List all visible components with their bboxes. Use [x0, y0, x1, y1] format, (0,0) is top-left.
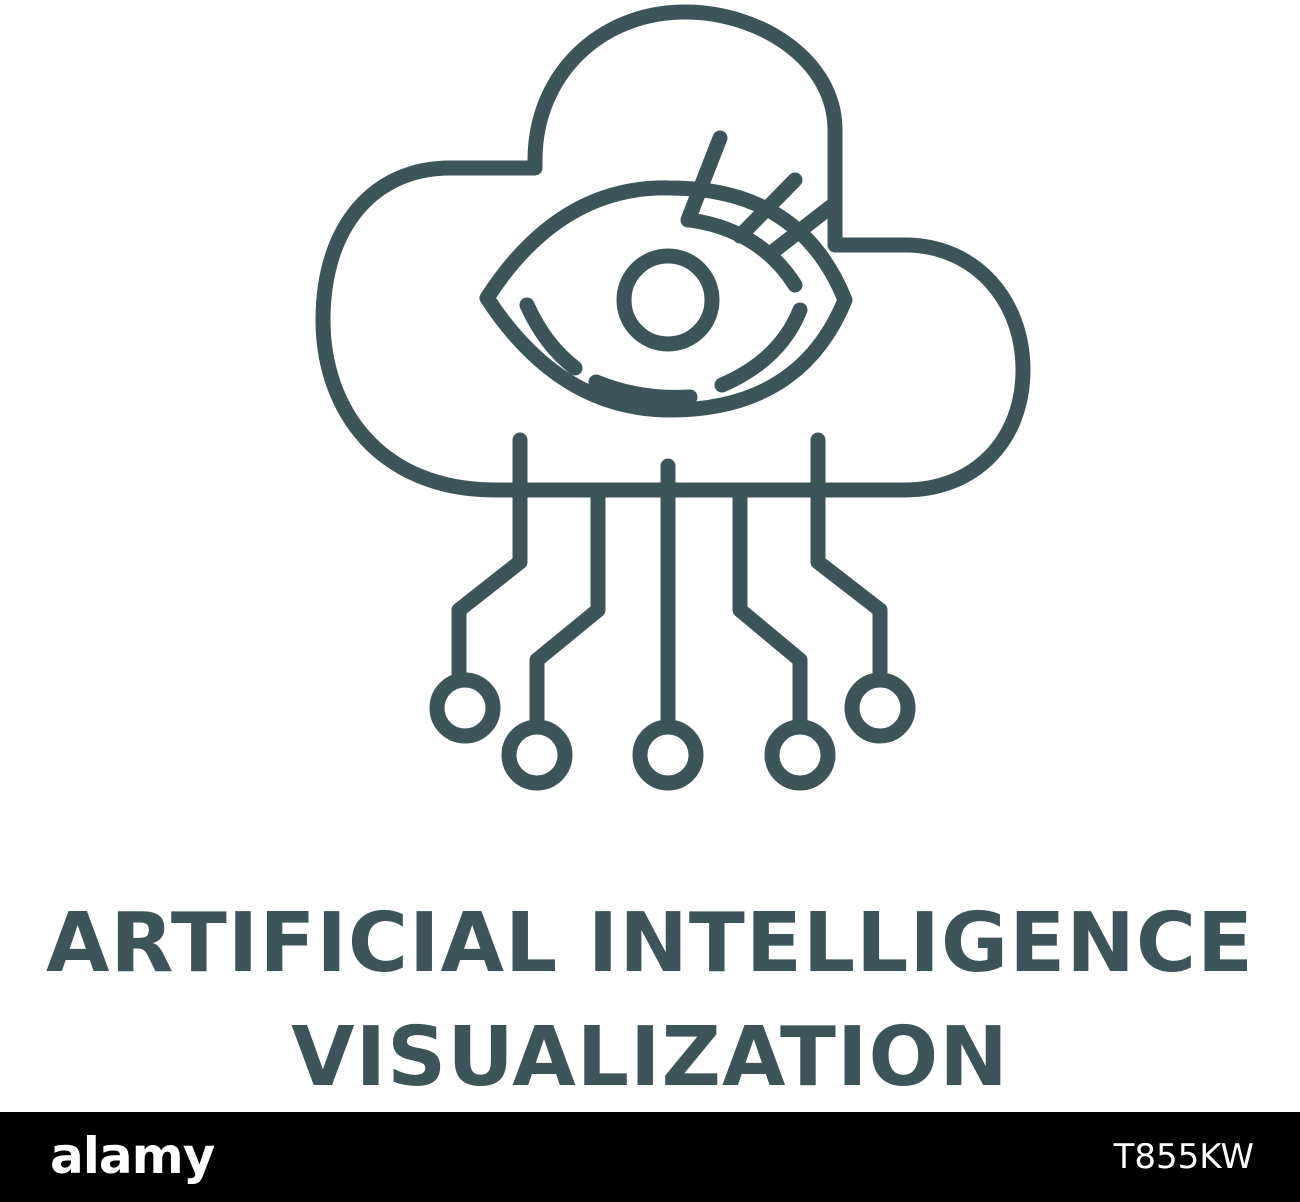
- circuit-wire-1: [451, 432, 528, 684]
- circuit-node-3: [632, 719, 704, 791]
- eye-inner-arc-right: [714, 302, 808, 393]
- eyelash-3: [767, 197, 841, 258]
- circuit-node-5: [844, 672, 916, 744]
- eyelash-2: [732, 172, 803, 244]
- eye-outline: [479, 180, 853, 418]
- caption-line-1: ARTIFICIAL INTELLIGENCE: [45, 896, 1255, 991]
- circuit-wire-2: [529, 490, 606, 730]
- ai-cloud-eye-circuit-icon: [315, 4, 1031, 791]
- image-id: T855KW: [1113, 1137, 1254, 1177]
- circuit-node-1: [429, 672, 501, 744]
- watermark-footer: alamy T855KW: [0, 1112, 1300, 1202]
- eye-inner-arc-bottom: [588, 374, 698, 405]
- caption-line-2: VISUALIZATION: [291, 1010, 1009, 1105]
- circuit-node-2: [501, 719, 573, 791]
- alamy-logo: alamy: [50, 1127, 215, 1185]
- circuit-wire-4: [732, 490, 808, 730]
- eye-inner-arc-left: [519, 297, 583, 376]
- circuit-wire-5: [810, 432, 888, 684]
- pupil: [616, 248, 720, 352]
- eye-inner-arc-top: [682, 212, 803, 293]
- circuit-node-4: [764, 719, 836, 791]
- eyelash-1: [680, 130, 728, 228]
- cloud-outline: [315, 4, 1031, 498]
